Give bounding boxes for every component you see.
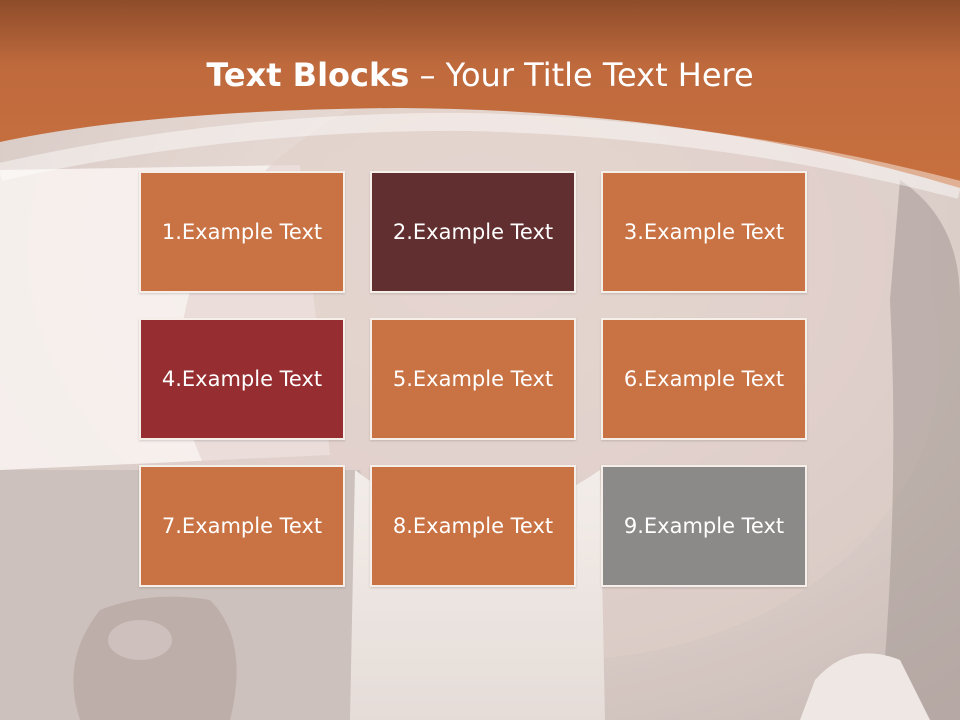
text-block-7[interactable]: 7.Example Text bbox=[139, 465, 345, 587]
text-block-label: 7.Example Text bbox=[161, 514, 323, 538]
text-block-label: 8.Example Text bbox=[392, 514, 554, 538]
text-block-label: 4.Example Text bbox=[161, 367, 323, 391]
text-block-6[interactable]: 6.Example Text bbox=[601, 318, 807, 440]
text-block-9[interactable]: 9.Example Text bbox=[601, 465, 807, 587]
text-block-2[interactable]: 2.Example Text bbox=[370, 171, 576, 293]
title-bold: Text Blocks bbox=[206, 56, 410, 94]
text-block-1[interactable]: 1.Example Text bbox=[139, 171, 345, 293]
slide-title: Text Blocks – Your Title Text Here bbox=[0, 55, 960, 95]
text-block-8[interactable]: 8.Example Text bbox=[370, 465, 576, 587]
text-block-label: 3.Example Text bbox=[623, 220, 785, 244]
text-block-label: 6.Example Text bbox=[623, 367, 785, 391]
text-block-3[interactable]: 3.Example Text bbox=[601, 171, 807, 293]
text-block-label: 2.Example Text bbox=[392, 220, 554, 244]
text-block-label: 5.Example Text bbox=[392, 367, 554, 391]
text-block-label: 1.Example Text bbox=[161, 220, 323, 244]
text-block-4[interactable]: 4.Example Text bbox=[139, 318, 345, 440]
header-band bbox=[0, 0, 960, 199]
title-rest: Your Title Text Here bbox=[445, 56, 754, 94]
text-block-label: 9.Example Text bbox=[623, 514, 785, 538]
text-block-5[interactable]: 5.Example Text bbox=[370, 318, 576, 440]
title-dash: – bbox=[409, 56, 446, 94]
